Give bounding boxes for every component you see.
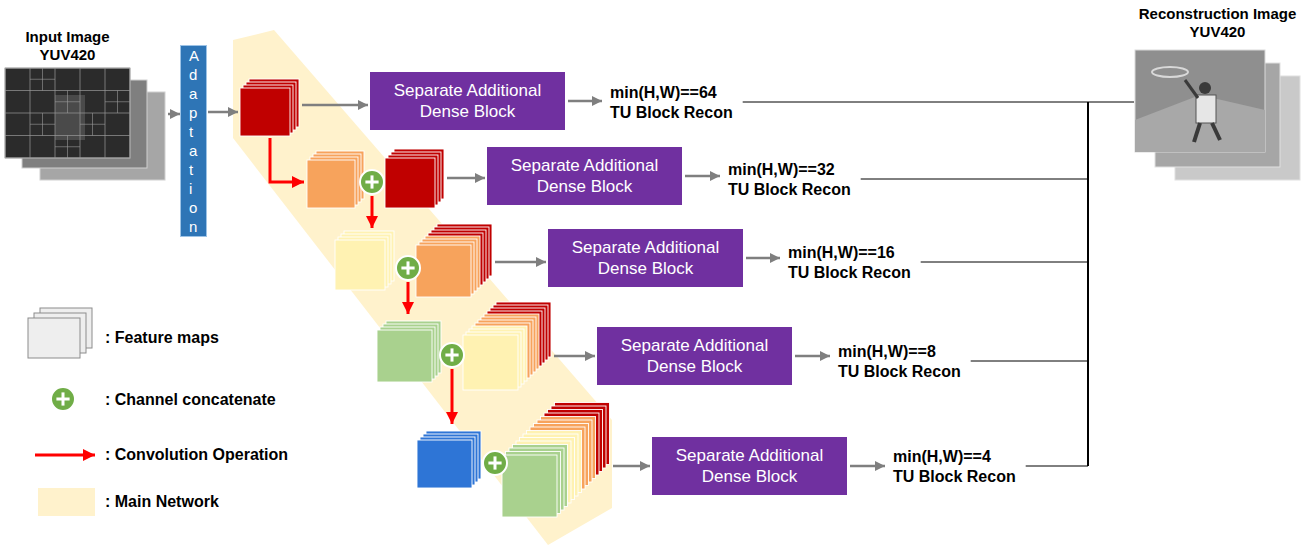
input-image-text: Input Image YUV420 [5,28,130,64]
concatenate-plus [494,456,497,469]
recon-player-leg [1194,123,1200,142]
partition-line [55,101,80,102]
recon-frame-front [1135,50,1265,152]
feature-map [377,330,432,382]
reconstruction-image: Reconstruction Image YUV420 [1130,5,1305,183]
concatenate-plus [407,261,410,274]
convolution-arrow [451,369,454,424]
concatenate-symbol [483,451,507,475]
block-size-label: min(H,W)==4 [893,447,991,466]
concatenate-plus [451,348,454,361]
reconstruction-image-text: Reconstruction Image YUV420 [1130,5,1305,41]
legend-swatch [38,488,95,516]
output-line [743,102,1088,103]
input-frame-front [5,68,130,158]
concatenate-plus [62,392,65,405]
flow-arrow [568,100,602,103]
recon-player-jersey [1196,95,1216,123]
feature-map [385,158,435,208]
convolution-arrow [371,196,374,228]
feature-map [417,440,472,488]
convolution-arrow [407,282,410,314]
feature-map [240,88,290,136]
partition-line [5,68,130,69]
adaptation-bar-text: Adaptation [189,46,190,236]
legend-convolution-sample [35,454,95,457]
main-network-band [233,30,612,545]
legend-text: : Convolution Operation [105,445,288,464]
feature-map [335,240,385,290]
flow-arrow [554,355,595,358]
output-line [971,361,1088,362]
output-line [1088,102,1134,103]
flow-arrow [795,355,830,358]
feature-map [502,455,557,517]
recon-player-leg [1212,123,1220,140]
dense-block-text: Separate Additional Dense Block [382,80,553,122]
output-bus [1087,102,1089,466]
feature-map [307,160,355,208]
adaptation-bar: Adaptation [180,45,207,237]
concatenate-symbol [396,256,420,280]
dense-block-text: Separate Additional Dense Block [609,335,780,377]
input-image: Input Image YUV420 [0,28,168,183]
block-size-label: min(H,W)==32 [728,160,835,179]
flow-arrow [685,175,720,178]
block-size-label: min(H,W)==8 [838,342,936,361]
flow-arrow [746,257,780,260]
flow-arrow [495,261,546,264]
recon-label: TU Block Recon [788,263,911,282]
dense-block: Separate Additional Dense Block [548,229,743,287]
dense-block-text: Separate Additional Dense Block [664,445,835,487]
dense-block: Separate Additional Dense Block [487,147,682,205]
concatenate-symbol [360,170,384,194]
dense-block-text: Separate Additional Dense Block [560,237,731,279]
recon-label: TU Block Recon [728,180,851,199]
output-line [921,262,1088,263]
feature-map [463,335,518,390]
block-size-label: min(H,W)==16 [788,243,895,262]
partition-line [55,146,80,147]
recon-player-head [1199,82,1211,94]
legend-text: : Main Network [105,492,219,511]
partition-line [105,101,130,102]
legend-text: : Feature maps [105,328,219,347]
flow-arrow [447,177,485,180]
output-line [861,179,1088,180]
flow-arrow [850,465,885,468]
recon-hoop [1152,67,1188,77]
flow-arrow [208,111,238,114]
flow-connector [168,113,180,116]
block-size-label: min(H,W)==64 [610,83,717,102]
flow-arrow [613,465,650,468]
recon-label: TU Block Recon [610,103,733,122]
concatenate-plus [371,175,374,188]
input-frame-figure [55,95,85,140]
dense-block: Separate Additional Dense Block [597,327,792,385]
output-line [1026,466,1088,467]
legend-text: : Channel concatenate [105,390,276,409]
legend-feature-map-sample [28,318,80,358]
recon-label: TU Block Recon [838,362,961,381]
flow-arrow [302,104,368,107]
recon-player-arm [1185,80,1198,98]
partition-line [30,79,55,80]
concatenate-symbol [51,387,75,411]
dense-block-text: Separate Additional Dense Block [499,155,670,197]
partition-line [30,124,55,125]
recon-court-floor [1135,95,1265,152]
convolution-arrow [270,138,304,182]
dense-block: Separate Additional Dense Block [652,437,847,495]
recon-label: TU Block Recon [893,467,1016,486]
partition-line [80,124,105,125]
feature-map [416,245,471,297]
concatenate-symbol [440,343,464,367]
dense-block: Separate Additional Dense Block [370,72,565,130]
